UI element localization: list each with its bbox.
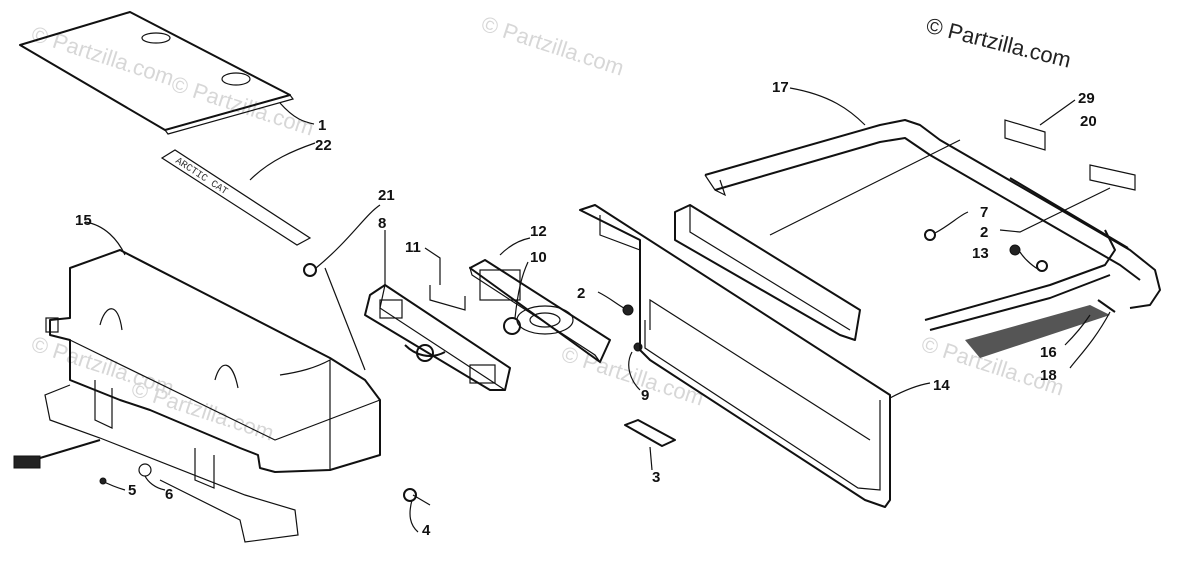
rear-hardware xyxy=(924,211,1048,272)
callout-9: 9 xyxy=(641,387,649,404)
bracket-plate xyxy=(674,204,861,341)
watermarks: © Partzilla.com © Partzilla.com © Partzi… xyxy=(28,11,1067,446)
part-4-pin xyxy=(403,488,431,533)
callout-17: 17 xyxy=(772,79,789,96)
callout-4: 4 xyxy=(422,522,431,539)
callout-3: 3 xyxy=(652,469,660,486)
callout-18: 18 xyxy=(1040,367,1057,384)
callout-10: 10 xyxy=(530,249,547,266)
callout-14: 14 xyxy=(933,377,950,394)
callout-13: 13 xyxy=(972,245,989,262)
part-22-decal: ARCTIC CAT xyxy=(160,142,316,246)
part-15-housing xyxy=(45,221,381,473)
part-14-frame xyxy=(579,204,931,508)
part-12-lens xyxy=(468,237,611,363)
part-21-screw xyxy=(303,204,381,371)
callout-5: 5 xyxy=(128,482,136,499)
watermark: © Partzilla.com xyxy=(28,21,177,91)
watermark: © Partzilla.com xyxy=(478,11,627,81)
callout-21: 21 xyxy=(378,187,395,204)
watermark: © Partzilla.com xyxy=(168,71,317,141)
callout-11: 11 xyxy=(405,239,421,256)
callout-2-left: 2 xyxy=(577,285,585,302)
callout-16: 16 xyxy=(1040,344,1057,361)
callout-7: 7 xyxy=(980,204,988,221)
callout-29: 29 xyxy=(1078,90,1095,107)
part-16-strip xyxy=(965,305,1110,358)
watermark: © Partzilla.com xyxy=(558,341,707,411)
part-3-block xyxy=(624,419,676,471)
callout-2-right: 2 xyxy=(980,224,988,241)
decal-text: ARCTIC CAT xyxy=(173,156,229,198)
copyright-watermark: © Partzilla.com xyxy=(924,13,1074,73)
part-17-frame xyxy=(704,87,1161,331)
part-18-pin xyxy=(1069,299,1116,369)
callout-8: 8 xyxy=(378,215,386,232)
part-8-taillight-housing xyxy=(364,230,511,391)
part-1-panel xyxy=(19,11,315,135)
callout-15: 15 xyxy=(75,212,92,229)
callout-22: 22 xyxy=(315,137,332,154)
callout-6: 6 xyxy=(165,486,173,503)
callout-1: 1 xyxy=(318,117,326,134)
callout-20: 20 xyxy=(1080,113,1097,130)
callout-labels: 1 22 15 21 8 11 12 10 2 9 3 5 6 4 14 17 … xyxy=(75,79,1097,539)
part-29-20-pads xyxy=(1004,99,1136,191)
small-hardware xyxy=(597,291,643,391)
callout-12: 12 xyxy=(530,223,547,240)
lower-bracket xyxy=(13,380,299,543)
